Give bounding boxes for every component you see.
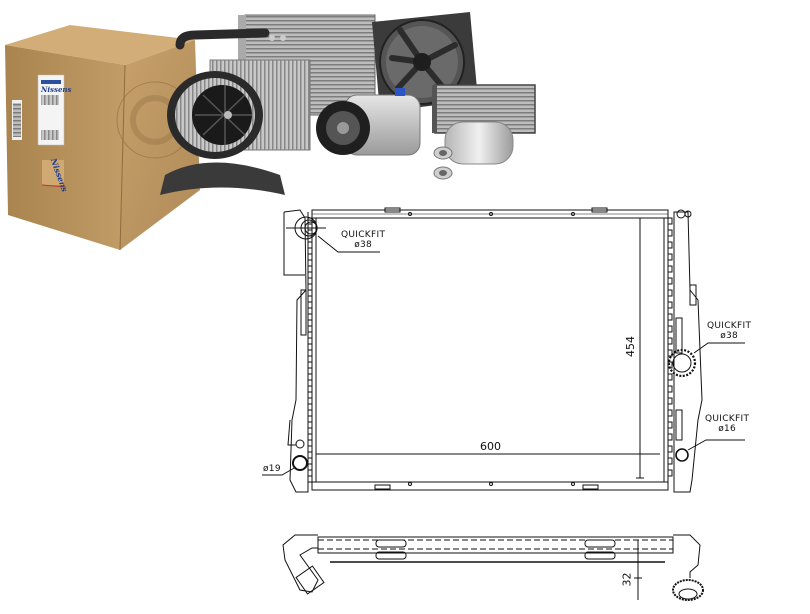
product-photo: Nissens Nissens — [0, 0, 560, 260]
nissens-box — [5, 25, 200, 251]
callout-label: QUICKFIT — [707, 321, 752, 331]
dimension-depth-32: 32 — [620, 572, 634, 587]
callout-diameter: ø38 — [720, 331, 739, 341]
callout-19-left: ø19 — [263, 464, 281, 474]
receiver-drier — [433, 121, 514, 180]
callout-quickfit-38-right: QUICKFIT ø38 — [707, 321, 751, 341]
dimension-height-454: 454 — [624, 336, 637, 357]
callout-quickfit-38-top-left: QUICKFIT ø38 — [341, 230, 385, 250]
callout-label: QUICKFIT — [705, 414, 750, 424]
callout-diameter: ø38 — [354, 240, 373, 250]
radiator-side-view — [282, 534, 704, 601]
box-label-brand: Nissens — [41, 85, 72, 94]
blower-motor — [160, 71, 285, 195]
callout-diameter: ø16 — [718, 424, 737, 434]
dimension-width-600: 600 — [480, 440, 501, 453]
callout-label: QUICKFIT — [341, 230, 386, 240]
ac-compressor — [316, 88, 421, 156]
cooling-parts-illustration — [5, 12, 536, 251]
callout-quickfit-16-right: QUICKFIT ø16 — [705, 414, 749, 434]
